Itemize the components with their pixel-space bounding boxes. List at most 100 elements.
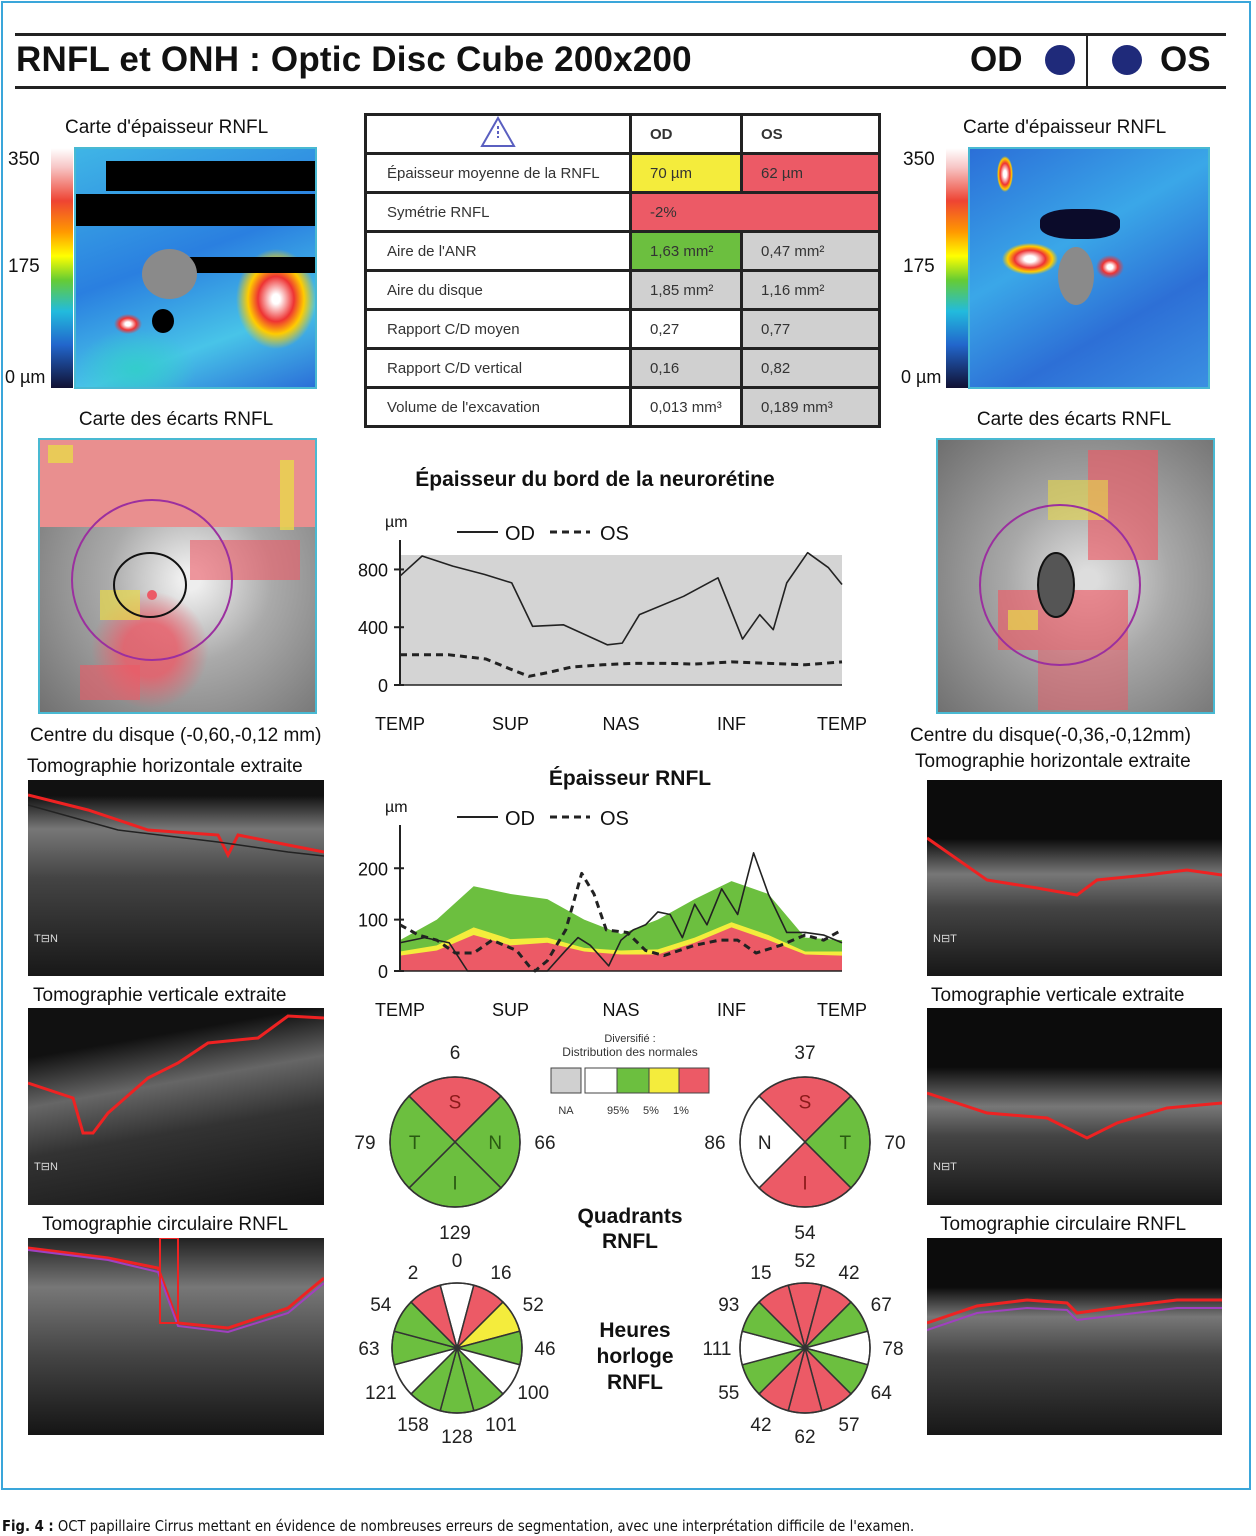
od-optic-disc <box>142 249 197 299</box>
sector-letter: T <box>839 1133 851 1154</box>
y-tick-label: 0 <box>378 962 388 982</box>
legend-os-label: OS <box>600 808 629 830</box>
sector-outline <box>739 1076 871 1208</box>
os-circular-tomogram <box>927 1238 1222 1435</box>
od-scale-mid: 175 <box>8 256 40 277</box>
orientation-mark: T <box>34 933 41 945</box>
figure-caption: Fig. 4 : OCT papillaire Cirrus mettant e… <box>2 1517 914 1535</box>
legend-label: 5% <box>643 1105 659 1117</box>
os-value: 0,47 mm² <box>740 230 881 272</box>
row-label: Aire de l'ANR <box>364 230 632 272</box>
x-tick-label: TEMP <box>375 1000 425 1020</box>
os-scale-mid: 175 <box>903 256 935 277</box>
table-row: Volume de l'excavation 0,013 mm³ 0,189 m… <box>364 386 881 428</box>
caption-label: Fig. 4 : <box>2 1517 54 1535</box>
x-tick-label: TEMP <box>817 1000 867 1020</box>
os-value: 0,82 <box>740 347 881 389</box>
sector-value: 79 <box>354 1133 375 1154</box>
sector-value: 42 <box>750 1415 771 1436</box>
os-label: OS <box>1160 40 1211 79</box>
legend-normal-box <box>584 1067 618 1094</box>
od-value: 0,16 <box>629 347 743 389</box>
sector-value: 78 <box>882 1339 903 1360</box>
sector-value: 128 <box>441 1427 473 1448</box>
od-scale-min: 0 µm <box>5 367 46 387</box>
orientation-mark: T <box>950 1161 957 1173</box>
warning-cell <box>364 113 632 155</box>
od-circular-segmentation <box>28 1238 324 1334</box>
sector-value: 42 <box>838 1263 859 1284</box>
sector-value: 62 <box>794 1427 815 1448</box>
x-tick-label: NAS <box>602 714 639 734</box>
orientation-mark: N <box>49 1161 58 1173</box>
table-row: Aire de l'ANR 1,63 mm² 0,47 mm² <box>364 230 881 272</box>
od-map-missing-band <box>106 161 315 191</box>
od-label: OD <box>970 40 1023 79</box>
x-tick-label: TEMP <box>375 714 425 734</box>
sector-value: 121 <box>365 1383 397 1404</box>
sector-value: 158 <box>397 1415 429 1436</box>
sector-letter: N <box>758 1133 772 1154</box>
table-row: Aire du disque 1,85 mm² 1,16 mm² <box>364 269 881 311</box>
sector-value: 100 <box>517 1383 549 1404</box>
od-deviation-map-title: Carte des écarts RNFL <box>78 409 274 430</box>
legend-label: NA <box>558 1105 574 1117</box>
od-circular-tomo-title: Tomographie circulaire RNFL <box>42 1214 289 1235</box>
x-tick-label: INF <box>717 1000 746 1020</box>
sector-value: 111 <box>703 1339 732 1360</box>
od-circular-tomogram <box>28 1238 324 1435</box>
od-deviation-map <box>38 438 317 714</box>
series-od <box>399 551 843 646</box>
y-axis-unit: µm <box>385 514 408 531</box>
row-label: Rapport C/D vertical <box>364 347 632 389</box>
quadrants-title-2: RNFL <box>602 1230 658 1253</box>
os-scale-min: 0 µm <box>901 367 942 387</box>
sector-value: 16 <box>490 1263 511 1284</box>
sector-outline <box>739 1282 871 1414</box>
sector-letter: S <box>449 1093 462 1114</box>
os-deviation-overlay <box>979 450 1158 710</box>
od-eye-dot-icon <box>1045 45 1075 75</box>
legend-od-label: OD <box>505 808 535 830</box>
sector-value: 54 <box>370 1295 392 1316</box>
od-scale-max: 350 <box>8 149 40 170</box>
od-horizontal-segmentation <box>28 793 324 859</box>
od-disc-center: Centre du disque (-0,60,-0,12 mm) <box>30 725 322 746</box>
legend-label: 1% <box>673 1105 689 1117</box>
sector-value: 55 <box>718 1383 739 1404</box>
sector-value: 70 <box>884 1133 905 1154</box>
od-map-missing-band <box>76 194 315 226</box>
x-tick-label: SUP <box>492 1000 529 1020</box>
os-thickness-map <box>968 147 1210 389</box>
header-divider <box>1086 36 1088 86</box>
clock-title-2: horloge <box>597 1345 674 1368</box>
sector-letter: N <box>488 1133 502 1154</box>
sector-value: 52 <box>794 1251 815 1272</box>
sector-value: 2 <box>408 1263 419 1284</box>
row-label: Symétrie RNFL <box>364 191 632 233</box>
os-horizontal-segmentation <box>927 836 1222 897</box>
legend-95-box <box>616 1067 650 1094</box>
os-vertical-tomo-title: Tomographie verticale extraite <box>931 985 1185 1006</box>
os-deviation-map <box>936 438 1215 714</box>
orientation-mark: T <box>34 1161 41 1173</box>
od-vertical-segmentation <box>28 1014 324 1135</box>
os-vertical-orientation: N⊟T <box>933 1161 957 1173</box>
od-horizontal-tomogram: T⊟N <box>28 780 324 976</box>
od-value: 0,013 mm³ <box>629 386 743 428</box>
warning-triangle-icon <box>480 115 516 147</box>
od-horizontal-tomo-title: Tomographie horizontale extraite <box>27 756 303 777</box>
table-row: Épaisseur moyenne de la RNFL 70 µm 62 µm <box>364 152 881 194</box>
od-horizontal-orientation: T⊟N <box>34 933 58 945</box>
sector-value: 63 <box>358 1339 379 1360</box>
report-title: RNFL et ONH : Optic Disc Cube 200x200 <box>16 40 692 79</box>
orientation-mark: N <box>49 933 58 945</box>
od-vertical-tomo-title: Tomographie verticale extraite <box>33 985 287 1006</box>
row-label: Aire du disque <box>364 269 632 311</box>
legend-od-label: OD <box>505 523 535 545</box>
sector-value: 15 <box>750 1263 771 1284</box>
